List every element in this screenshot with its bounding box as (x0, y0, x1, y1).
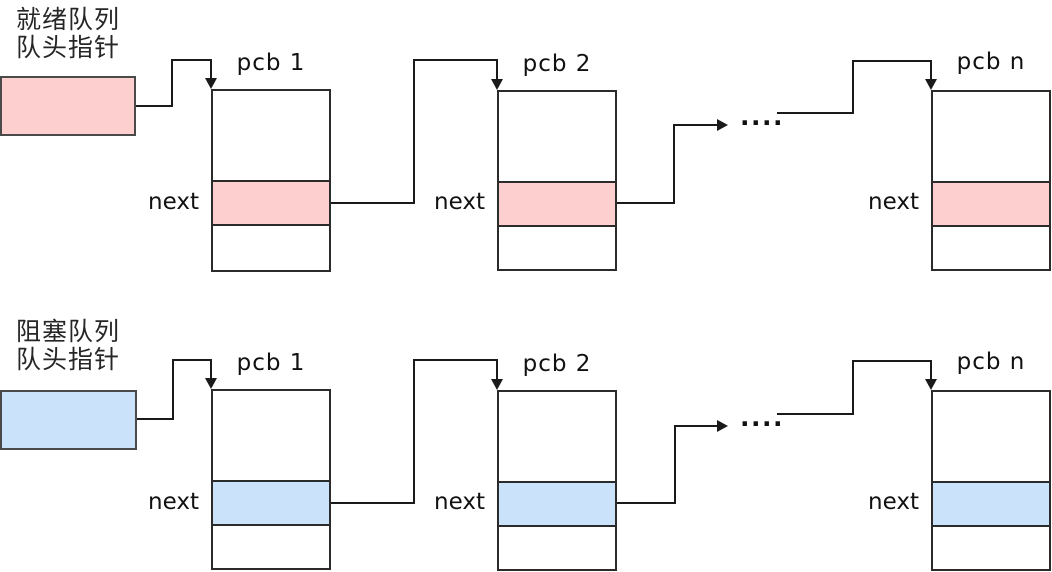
ready-pcb2-title: pcb 2 (522, 51, 592, 77)
connector-blocked-pcb1-to-pcb2 (331, 359, 503, 504)
ready-pcb1-title: pcb 1 (236, 50, 306, 76)
ready-pcbn-title: pcb n (956, 49, 1026, 75)
blocked-queue-head-label-line1: 阻塞队列 (16, 317, 121, 346)
blocked-pcb2-bottom-section (499, 527, 615, 569)
blocked-pcb1-bottom-section (213, 526, 329, 568)
blocked-pcbn-bottom-section (933, 527, 1049, 569)
connector-ready-head-to-pcb1 (135, 59, 217, 107)
ready-pcbn-box (931, 90, 1051, 271)
blocked-queue-ellipsis: .... (740, 403, 784, 432)
ready-pcb1-next-label: next (148, 189, 199, 215)
ready-queue-head-label-line2: 队头指针 (16, 33, 121, 62)
ready-pcbn-bottom-section (933, 227, 1049, 269)
blocked-pcb2-next-label: next (434, 489, 485, 515)
ready-pcb1-top-section (213, 91, 329, 182)
ready-pcb1-bottom-section (213, 226, 329, 270)
connector-blocked-head-to-pcb1 (137, 359, 217, 420)
connector-ready-pcb2-to-ellipsis (615, 119, 728, 204)
blocked-pcbn-next-label: next (868, 489, 919, 515)
connector-blocked-pcb2-to-ellipsis (615, 420, 728, 504)
blocked-pcb2-top-section (499, 392, 615, 483)
blocked-pcb2-box (497, 390, 617, 571)
ready-pcb1-next-field (213, 182, 329, 226)
blocked-queue-head-label: 阻塞队列队头指针 (16, 318, 120, 374)
ready-queue-head-label: 就绪队列队头指针 (16, 6, 120, 62)
blocked-queue-head-pointer-box (0, 390, 137, 450)
connector-ready-ellipsis-to-pcbn (777, 60, 937, 114)
ready-queue-ellipsis: .... (740, 102, 784, 131)
connector-ready-pcb1-to-pcb2 (331, 59, 503, 204)
blocked-pcbn-top-section (933, 392, 1049, 483)
connector-blocked-ellipsis-to-pcbn (777, 360, 937, 415)
blocked-pcbn-box (931, 390, 1051, 571)
blocked-pcb1-next-label: next (148, 489, 199, 515)
ready-queue-head-pointer-box (0, 76, 136, 136)
blocked-pcbn-next-field (933, 483, 1049, 527)
blocked-pcb2-title: pcb 2 (522, 351, 592, 377)
ready-pcb2-box (497, 90, 617, 271)
blocked-pcb1-title: pcb 1 (236, 350, 306, 376)
blocked-queue-head-label-line2: 队头指针 (16, 345, 121, 374)
ready-pcb2-top-section (499, 92, 615, 183)
blocked-pcb1-box (211, 389, 331, 570)
ready-pcb1-box (211, 89, 331, 272)
ready-pcb2-bottom-section (499, 227, 615, 269)
ready-pcb2-next-label: next (434, 189, 485, 215)
ready-pcbn-top-section (933, 92, 1049, 183)
blocked-pcb1-next-field (213, 482, 329, 526)
blocked-pcb2-next-field (499, 483, 615, 527)
blocked-pcb1-top-section (213, 391, 329, 482)
ready-pcb2-next-field (499, 183, 615, 227)
blocked-pcbn-title: pcb n (956, 349, 1026, 375)
ready-queue-head-label-line1: 就绪队列 (16, 5, 121, 34)
ready-pcbn-next-label: next (868, 189, 919, 215)
ready-pcbn-next-field (933, 183, 1049, 227)
